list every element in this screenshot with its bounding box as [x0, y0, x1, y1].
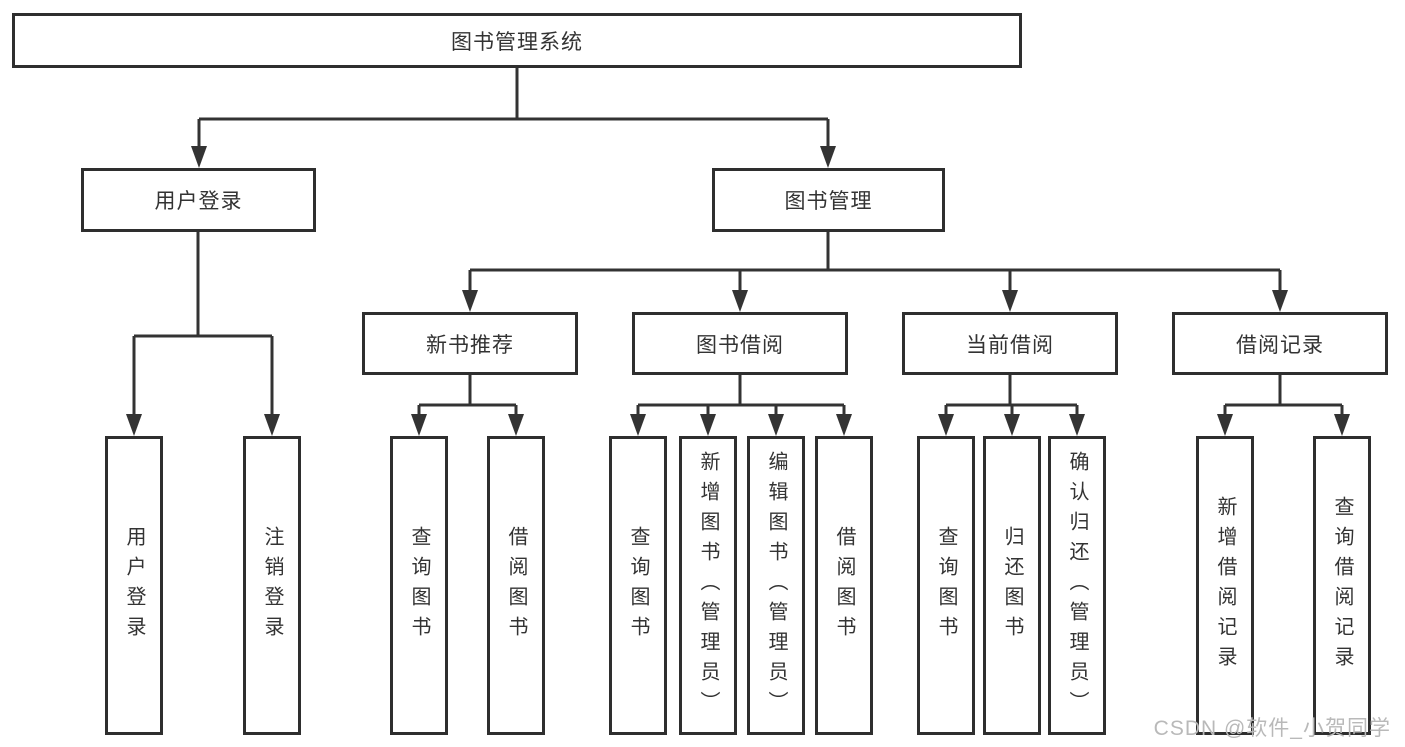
node-new-book-recommend: 新书推荐 — [362, 312, 578, 375]
node-book-management: 图书管理 — [712, 168, 945, 232]
node-user-login: 用户登录 — [81, 168, 316, 232]
leaf-logout: 注销登录 — [243, 436, 301, 735]
node-current-borrow: 当前借阅 — [902, 312, 1118, 375]
leaf-edit-books-admin: 编辑图书（管理员） — [747, 436, 805, 735]
node-library-management-system: 图书管理系统 — [12, 13, 1022, 68]
leaf-query-books-recommend: 查询图书 — [390, 436, 448, 735]
csdn-watermark: CSDN @软件_小贺同学 — [1153, 717, 1391, 740]
node-book-borrow: 图书借阅 — [632, 312, 848, 375]
leaf-confirm-return-admin: 确认归还（管理员） — [1048, 436, 1106, 735]
leaf-borrow-books-recommend: 借阅图书 — [487, 436, 545, 735]
leaf-add-borrow-record: 新增借阅记录 — [1196, 436, 1254, 735]
leaf-add-books-admin: 新增图书（管理员） — [679, 436, 737, 735]
leaf-query-borrow-record: 查询借阅记录 — [1313, 436, 1371, 735]
connector-arrowheads — [126, 146, 1350, 436]
leaf-query-books-borrow: 查询图书 — [609, 436, 667, 735]
leaf-query-books-current: 查询图书 — [917, 436, 975, 735]
leaf-return-books: 归还图书 — [983, 436, 1041, 735]
connector-strokes — [132, 68, 1344, 418]
leaf-borrow-books: 借阅图书 — [815, 436, 873, 735]
leaf-user-login: 用户登录 — [105, 436, 163, 735]
node-borrow-records: 借阅记录 — [1172, 312, 1388, 375]
